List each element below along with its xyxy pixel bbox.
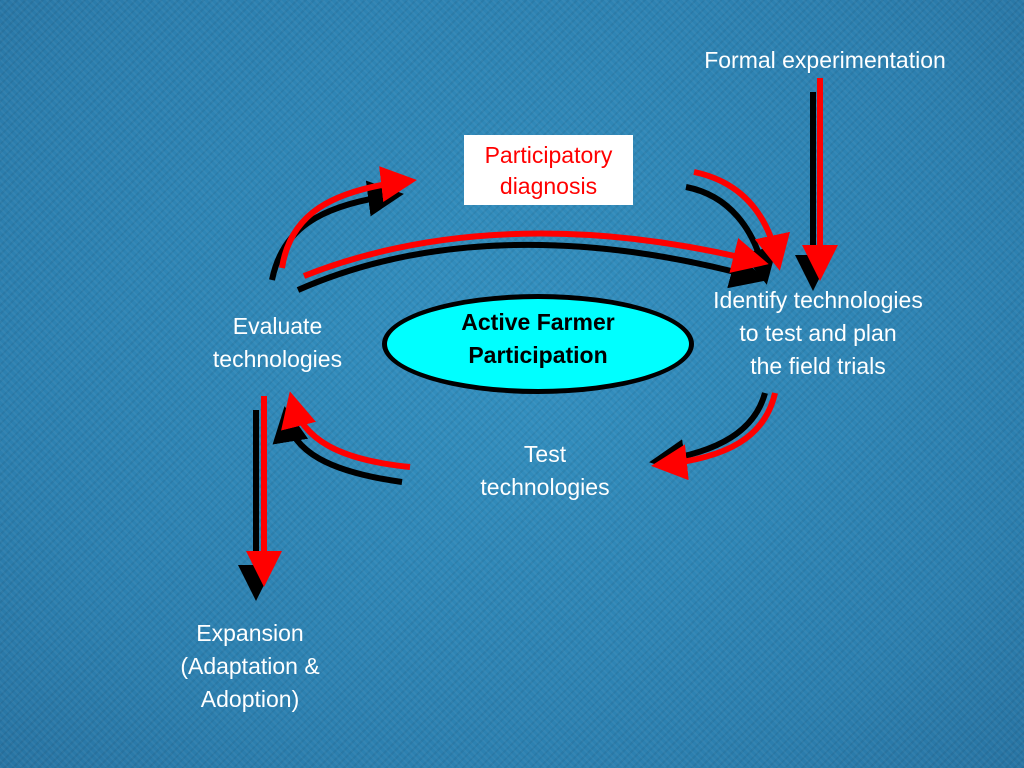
arrow-test-to-evaluate xyxy=(272,391,411,485)
active-farmer-participation-label: Active Farmer Participation xyxy=(461,309,615,368)
arrow-evaluate-to-expansion xyxy=(238,396,282,601)
arrow-evaluate-to-identify xyxy=(296,230,769,293)
test-technologies-label: Test technologies xyxy=(480,441,610,500)
formal-experimentation-label: Formal experimentation xyxy=(704,47,946,73)
arrow-evaluate-to-participatory xyxy=(269,166,417,281)
active-farmer-participation-ellipse xyxy=(382,294,694,394)
evaluate-technologies-label: Evaluate technologies xyxy=(212,313,343,372)
arrow-identify-to-test xyxy=(649,392,778,481)
arrow-formal-to-identify xyxy=(795,78,838,291)
arrow-participatory-to-identify xyxy=(685,169,790,285)
participatory-diagnosis-box: Participatory diagnosis xyxy=(464,135,633,205)
identify-technologies-label: Identify technologies to test and plan t… xyxy=(713,287,923,379)
expansion-label: Expansion (Adaptation & Adoption) xyxy=(180,620,320,712)
